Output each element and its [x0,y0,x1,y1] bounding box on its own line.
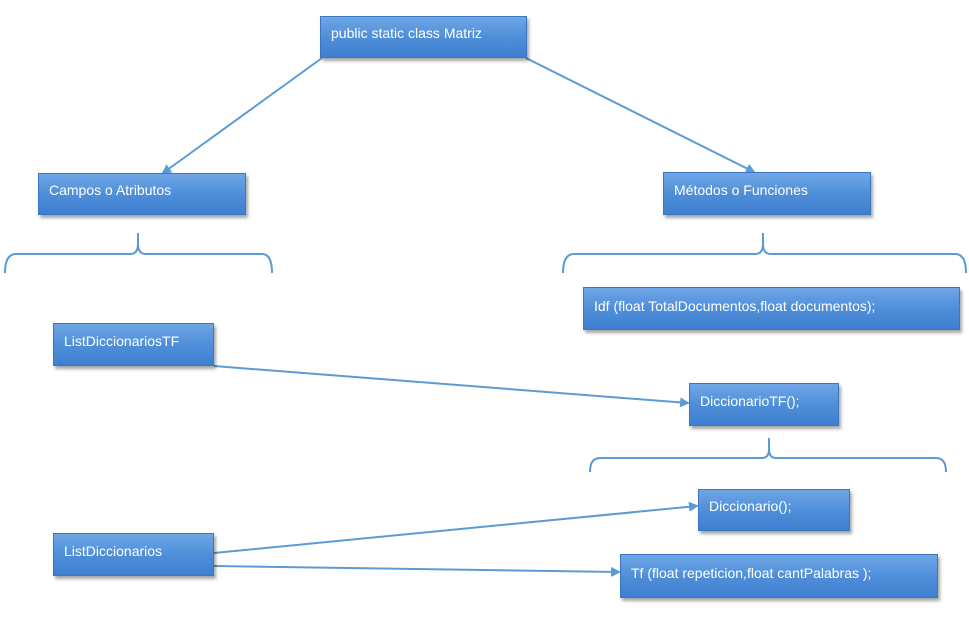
tf-method-box: Tf (float repeticion,float cantPalabras … [620,554,938,598]
list-diccionarios-label: ListDiccionarios [64,542,163,559]
class-matriz-label: public static class Matriz [331,25,482,41]
edge-listdiccionarios-to-tf [213,565,621,577]
list-diccionarios-tf-box: ListDiccionariosTF [53,323,214,366]
idf-method-box: Idf (float TotalDocumentos,float documen… [583,287,960,330]
tf-method-label: Tf (float repeticion,float cantPalabras … [631,565,872,581]
campos-atributos-box: Campos o Atributos [38,173,246,215]
edge-listtf-to-diccionariotf [213,365,690,408]
edge-listdiccionarios-to-diccionario [213,501,699,554]
brace-campos [4,233,273,274]
metodos-funciones-box: Métodos o Funciones [663,172,871,215]
class-matriz-box: public static class Matriz [320,16,527,58]
idf-method-label: Idf (float TotalDocumentos,float documen… [594,297,876,314]
diccionario-tf-box: DiccionarioTF(); [689,383,839,426]
edge-matriz-to-campos [161,57,323,175]
diccionario-tf-label: DiccionarioTF(); [700,392,800,409]
list-diccionarios-tf-label: ListDiccionariosTF [64,332,180,349]
campos-atributos-label: Campos o Atributos [49,182,172,198]
list-diccionarios-box: ListDiccionarios [53,533,214,576]
diccionario-label: Diccionario(); [709,498,792,514]
diccionario-box: Diccionario(); [698,489,850,531]
brace-diccionariotf [589,438,947,473]
metodos-funciones-label: Métodos o Funciones [674,181,808,198]
brace-metodos [562,233,967,274]
edge-matriz-to-metodos [525,57,756,173]
